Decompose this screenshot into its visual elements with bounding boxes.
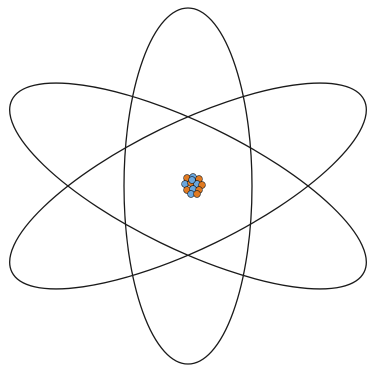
nucleus xyxy=(182,174,206,198)
neutron xyxy=(189,177,196,184)
proton xyxy=(194,191,201,198)
